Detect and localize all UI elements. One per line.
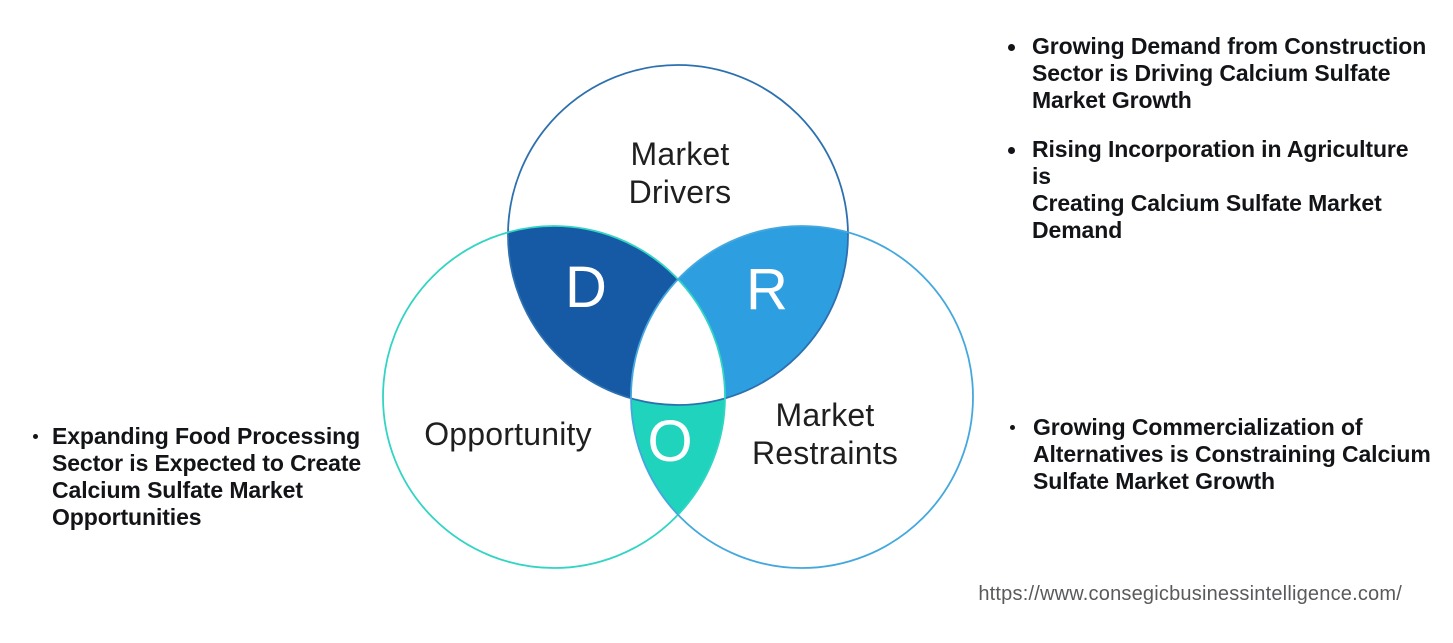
list-item: Growing Commercialization of Alternative… bbox=[1008, 414, 1438, 495]
venn-region-opportunity-restraints bbox=[631, 398, 725, 515]
bullet-text: Expanding Food Processing Sector is Expe… bbox=[52, 423, 362, 530]
bullet-text: Growing Commercialization of Alternative… bbox=[1033, 414, 1431, 494]
letter-r: R bbox=[746, 257, 788, 322]
venn-circle-restraints bbox=[630, 225, 974, 569]
drivers-bullet-list: Growing Demand from Construction Sector … bbox=[1000, 33, 1430, 244]
venn-circle-opportunity bbox=[382, 225, 726, 569]
venn-circle-drivers bbox=[507, 64, 849, 406]
bullet-icon bbox=[33, 434, 38, 439]
bullet-icon bbox=[1008, 147, 1015, 154]
source-url: https://www.consegicbusinessintelligence… bbox=[978, 583, 1402, 605]
list-item: Rising Incorporation in Agriculture is C… bbox=[1000, 136, 1430, 244]
letter-d: D bbox=[565, 255, 607, 320]
bullet-text: Growing Demand from Construction Sector … bbox=[1032, 33, 1427, 113]
label-market-drivers: Market Drivers bbox=[628, 136, 732, 210]
label-opportunity: Opportunity bbox=[424, 416, 592, 452]
bullet-icon bbox=[1010, 425, 1015, 430]
opportunity-bullet-list: Expanding Food Processing Sector is Expe… bbox=[30, 423, 390, 531]
restraints-bullet-list: Growing Commercialization of Alternative… bbox=[1008, 414, 1438, 495]
list-item: Growing Demand from Construction Sector … bbox=[1000, 33, 1430, 114]
bullet-icon bbox=[1008, 44, 1015, 51]
letter-o: O bbox=[647, 409, 693, 474]
bullet-text: Rising Incorporation in Agriculture is C… bbox=[1032, 136, 1409, 243]
label-market-restraints: Market Restraints bbox=[751, 397, 899, 471]
list-item: Expanding Food Processing Sector is Expe… bbox=[30, 423, 390, 531]
